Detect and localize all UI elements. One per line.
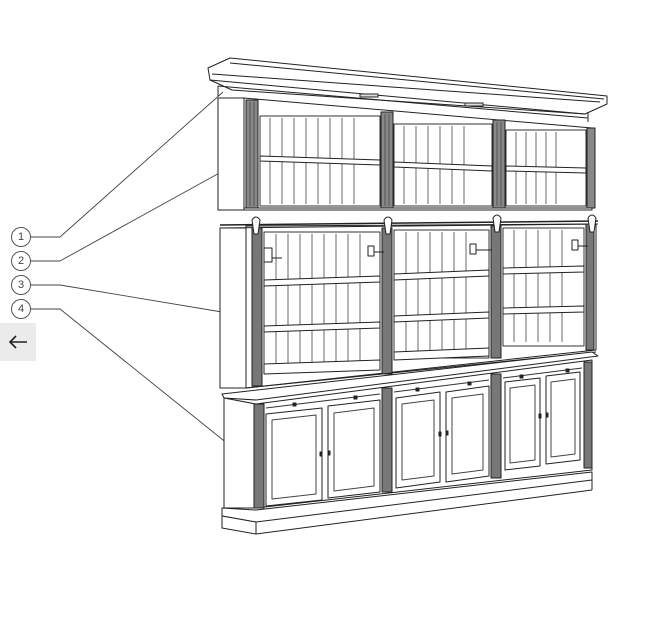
callout-3[interactable]: 3 [11,275,31,295]
callout-4[interactable]: 4 [11,299,31,319]
crown-molding [207,57,608,122]
upper-unit [217,97,596,211]
back-button[interactable] [0,323,36,361]
arrow-left-icon [8,335,27,349]
base-cabinet [221,351,599,535]
leader-lines [31,91,235,449]
callout-2[interactable]: 2 [11,251,31,271]
callout-1[interactable]: 1 [11,227,31,247]
middle-unit [219,214,599,389]
